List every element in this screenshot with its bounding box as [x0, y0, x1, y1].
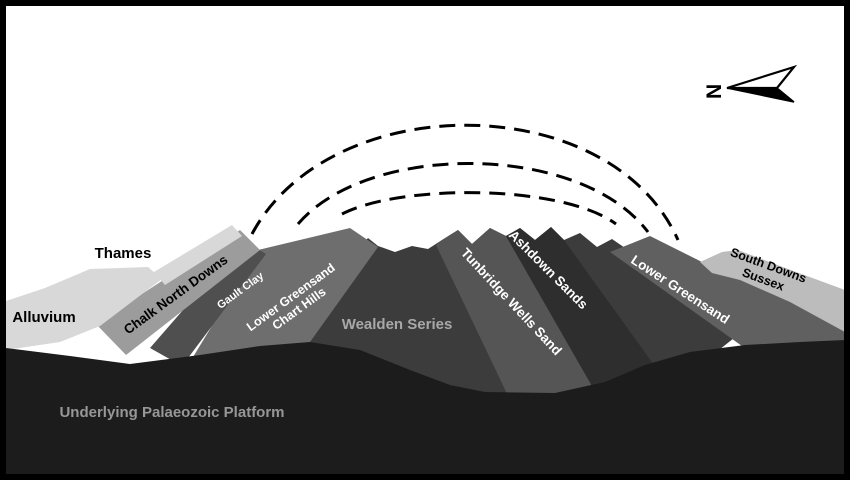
- palaeozoic-platform-label: Underlying Palaeozoic Platform: [59, 404, 284, 421]
- lower-greensand-sussex-layer: [610, 236, 845, 356]
- alluvium-layer: [6, 267, 162, 350]
- alluvium-label: Alluvium: [12, 309, 75, 326]
- chart-hills-layer: [190, 228, 378, 370]
- erosion-arc-middle: [296, 162, 650, 233]
- thames-label: Thames: [95, 245, 152, 262]
- gault-clay-layer: [150, 240, 266, 366]
- north-label: N: [703, 84, 726, 99]
- erosion-arc-outer: [250, 123, 680, 241]
- south-downs-layer: [700, 250, 845, 332]
- chalk-north-downs-layer: [96, 230, 260, 355]
- north-arrow-icon: [726, 64, 798, 103]
- alluvium-terrace-sliver: [154, 225, 242, 285]
- erosion-arc-inner: [341, 191, 617, 226]
- wealden-series-label: Wealden Series: [342, 316, 453, 333]
- tunbridge-wells-sand-layer: [436, 228, 600, 400]
- palaeozoic-platform-layer: [6, 340, 845, 475]
- ashdown-sands-layer: [506, 227, 672, 400]
